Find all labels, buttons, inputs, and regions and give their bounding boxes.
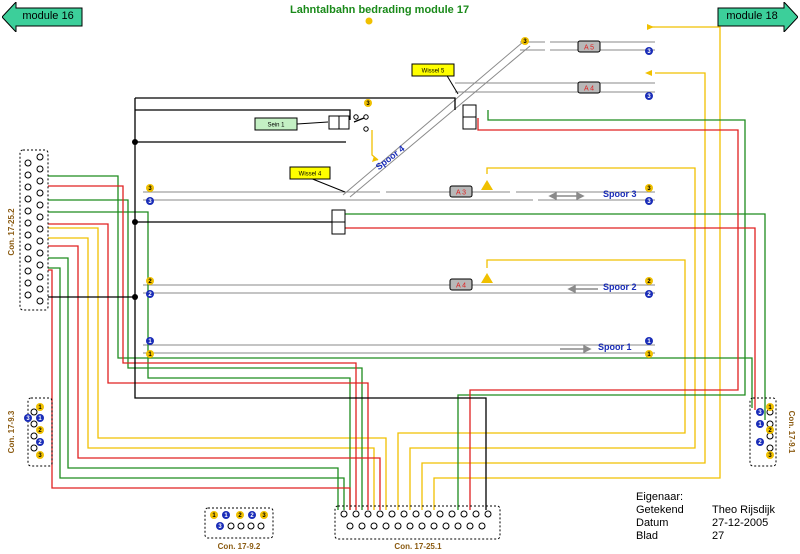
block-a3: A 3 <box>456 190 466 197</box>
con-17-25-2-label: Con. 17-25.2 <box>7 208 16 256</box>
drawn-by-value: Theo Rijsdijk <box>712 504 775 516</box>
black-wires <box>48 97 487 510</box>
svg-text:1: 1 <box>647 339 651 345</box>
date-value: 27-12-2005 <box>712 517 769 529</box>
svg-text:1: 1 <box>768 405 772 411</box>
svg-text:3: 3 <box>148 199 152 205</box>
svg-text:3: 3 <box>148 186 152 192</box>
spoor2-label: Spoor 2 <box>603 282 637 292</box>
con-17-9-1-outline <box>749 397 777 467</box>
con-17-9-3-label: Con. 17-9.3 <box>7 410 16 453</box>
svg-text:3: 3 <box>647 199 651 205</box>
sheet-value: 27 <box>712 530 725 542</box>
svg-text:3: 3 <box>218 524 222 530</box>
con-17-9-3-outline <box>27 397 53 467</box>
tracks <box>143 41 655 354</box>
svg-text:3: 3 <box>26 416 30 422</box>
rail-markers: 3 3 3 3 3 3 3 3 2 2 2 2 1 1 1 1 1 3 1 2 … <box>24 37 774 530</box>
diagram-title: Lahntalbahn bedrading module 17 <box>290 4 470 16</box>
svg-text:2: 2 <box>250 513 254 519</box>
direction-arrows <box>548 191 598 354</box>
svg-text:3: 3 <box>647 94 651 100</box>
module-18-nav-arrow[interactable]: module 18 <box>716 2 798 32</box>
wissel4-label: Wissel 4 <box>299 172 322 178</box>
svg-text:2: 2 <box>647 292 651 298</box>
svg-text:3: 3 <box>262 513 266 519</box>
block-labels: A 5 A 4 A 3 A 4 <box>449 40 601 291</box>
block-a4-top: A 4 <box>584 86 594 93</box>
svg-text:2: 2 <box>647 279 651 285</box>
red-wires <box>48 118 756 510</box>
callouts: Wissel 5 Wissel 4 Sein 1 <box>254 63 459 193</box>
owner-label: Eigenaar: <box>636 491 684 503</box>
svg-text:1: 1 <box>647 352 651 358</box>
spoor4-label: Spoor 4 <box>374 143 407 172</box>
block-a4-mid: A 4 <box>456 283 466 290</box>
title-marker-dot <box>365 17 373 25</box>
module-16-label: module 16 <box>22 10 74 22</box>
green-wires <box>48 110 766 510</box>
sheet-label: Blad <box>636 530 659 542</box>
wissel5-label: Wissel 5 <box>422 69 445 75</box>
con-17-9-2-label: Con. 17-9.2 <box>218 542 261 551</box>
svg-text:2: 2 <box>768 428 772 434</box>
svg-text:3: 3 <box>523 39 527 45</box>
svg-text:2: 2 <box>758 440 762 446</box>
con-17-9-2-outline <box>204 507 274 539</box>
svg-text:3: 3 <box>366 101 370 107</box>
svg-text:2: 2 <box>148 292 152 298</box>
svg-text:3: 3 <box>38 453 42 459</box>
svg-text:1: 1 <box>148 339 152 345</box>
yellow-wires <box>48 26 721 510</box>
svg-text:1: 1 <box>212 513 216 519</box>
spoor1-label: Spoor 1 <box>598 342 632 352</box>
block-a5: A 5 <box>584 45 594 52</box>
svg-text:3: 3 <box>768 453 772 459</box>
svg-text:1: 1 <box>148 352 152 358</box>
svg-text:2: 2 <box>38 428 42 434</box>
svg-text:1: 1 <box>38 416 42 422</box>
svg-text:3: 3 <box>647 186 651 192</box>
con-17-25-1-label: Con. 17-25.1 <box>394 542 442 551</box>
date-label: Datum <box>636 517 669 529</box>
module-16-nav-arrow[interactable]: module 16 <box>2 2 84 32</box>
svg-text:3: 3 <box>758 410 762 416</box>
drawn-by-label: Getekend <box>636 504 684 516</box>
svg-text:1: 1 <box>38 405 42 411</box>
svg-text:1: 1 <box>758 422 762 428</box>
spoor3-label: Spoor 3 <box>603 189 637 199</box>
sein1-label: Sein 1 <box>267 123 285 129</box>
svg-text:1: 1 <box>224 513 228 519</box>
con-17-9-1-label: Con. 17-9.1 <box>787 411 796 454</box>
svg-text:2: 2 <box>38 440 42 446</box>
svg-text:2: 2 <box>238 513 242 519</box>
svg-text:3: 3 <box>647 49 651 55</box>
svg-text:2: 2 <box>148 279 152 285</box>
module-18-label: module 18 <box>726 10 778 22</box>
con-17-25-1-outline <box>334 505 501 540</box>
con-17-25-2-outline <box>19 149 49 311</box>
